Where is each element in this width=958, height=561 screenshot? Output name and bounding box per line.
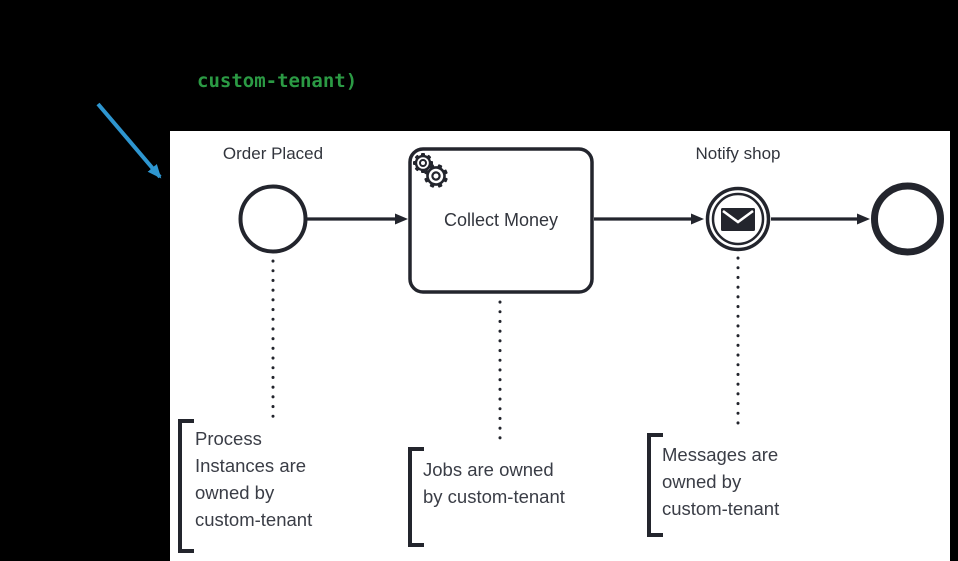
service-gears-icon bbox=[413, 153, 448, 188]
start-event-circle bbox=[238, 184, 308, 254]
annotation-line: Jobs are owned bbox=[423, 459, 554, 480]
message-event-label: Notify shop bbox=[695, 144, 781, 163]
bpmn-diagram bbox=[238, 147, 944, 445]
annotation-line: owned by bbox=[195, 482, 275, 503]
task-label: Collect Money bbox=[443, 210, 559, 230]
annotation-line: Process bbox=[195, 428, 262, 449]
task-shape bbox=[408, 147, 594, 294]
annotation-line: custom-tenant bbox=[195, 509, 313, 530]
annotation-bracket-2 bbox=[408, 447, 424, 547]
annotation-line: by custom-tenant bbox=[423, 486, 565, 507]
annotation-bracket-1 bbox=[178, 419, 194, 553]
envelope-icon bbox=[721, 208, 755, 231]
annotation-line: Instances are bbox=[195, 455, 307, 476]
annotation-line: custom-tenant bbox=[662, 498, 780, 519]
annotation-line: owned by bbox=[662, 471, 742, 492]
end-event-circle bbox=[871, 182, 944, 256]
pointer-arrow-icon bbox=[96, 102, 162, 179]
annotation-text-3: Messages are owned by custom-tenant bbox=[662, 441, 779, 522]
annotation-line: Messages are bbox=[662, 444, 779, 465]
annotation-bracket-3 bbox=[647, 433, 663, 537]
annotation-text-2: Jobs are owned by custom-tenant bbox=[423, 456, 565, 510]
annotation-text-1: Process Instances are owned by custom-te… bbox=[195, 425, 312, 533]
code-fragment: custom-tenant) bbox=[197, 70, 358, 92]
start-event-label: Order Placed bbox=[222, 144, 324, 163]
diagram-canvas: Order Placed Collect Money Notify shop P… bbox=[170, 131, 950, 561]
